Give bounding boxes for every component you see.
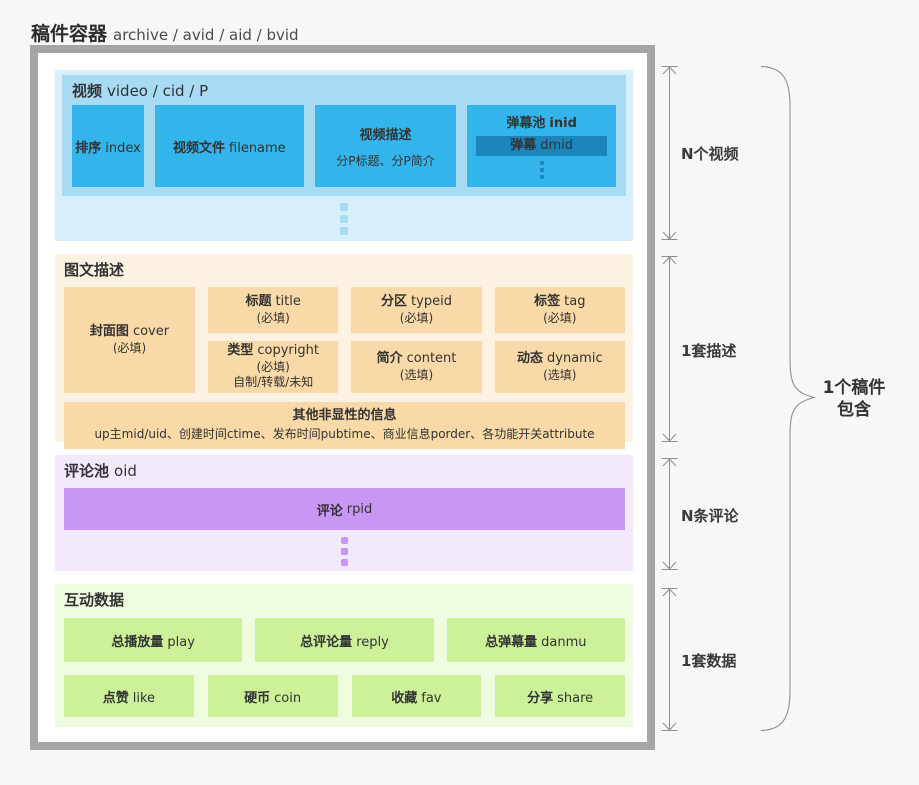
- label-n-videos: N个视频: [681, 145, 739, 163]
- extent-arrow-stats: [661, 588, 678, 731]
- label-one-dataset: 1套数据: [681, 652, 737, 670]
- description-section-header: 图文描述: [64, 261, 125, 279]
- box-video-desc: 视频描述 分P标题、分P简介: [314, 105, 457, 187]
- video-desc-title: 视频描述: [359, 127, 412, 143]
- other-info-detail: up主mid/uid、创建时间ctime、发布时间pubtime、商业信息por…: [94, 426, 595, 441]
- label-one-description: 1套描述: [681, 342, 737, 360]
- box-other-info: 其他非显性的信息 up主mid/uid、创建时间ctime、发布时间pubtim…: [64, 402, 625, 450]
- video-header-en: video / cid / P: [107, 82, 209, 100]
- danmaku-ellipsis-dots: [539, 161, 544, 179]
- archive-contains-line1: 1个稿件: [822, 378, 886, 398]
- extent-arrow-description: [661, 256, 678, 442]
- archive-contains-line2: 包含: [837, 400, 871, 421]
- other-info-title: 其他非显性的信息: [292, 408, 397, 423]
- page-title: 稿件容器 archive / avid / aid / bvid: [31, 19, 299, 46]
- label-n-comments: N条评论: [681, 507, 739, 525]
- page-title-en: archive / avid / aid / bvid: [113, 26, 299, 44]
- extent-arrow-comments: [661, 458, 678, 570]
- video-header-zh: 视频: [72, 82, 103, 100]
- page-title-zh: 稿件容器: [31, 23, 108, 45]
- video-ellipsis-dots: [62, 203, 626, 235]
- label-archive-contains: 1个稿件 包含: [806, 377, 902, 421]
- comment-ellipsis-dots: [64, 537, 625, 566]
- extent-arrow-videos: [661, 66, 678, 240]
- video-desc-sub: 分P标题、分P简介: [336, 153, 435, 168]
- stats-section-header: 互动数据: [64, 591, 125, 609]
